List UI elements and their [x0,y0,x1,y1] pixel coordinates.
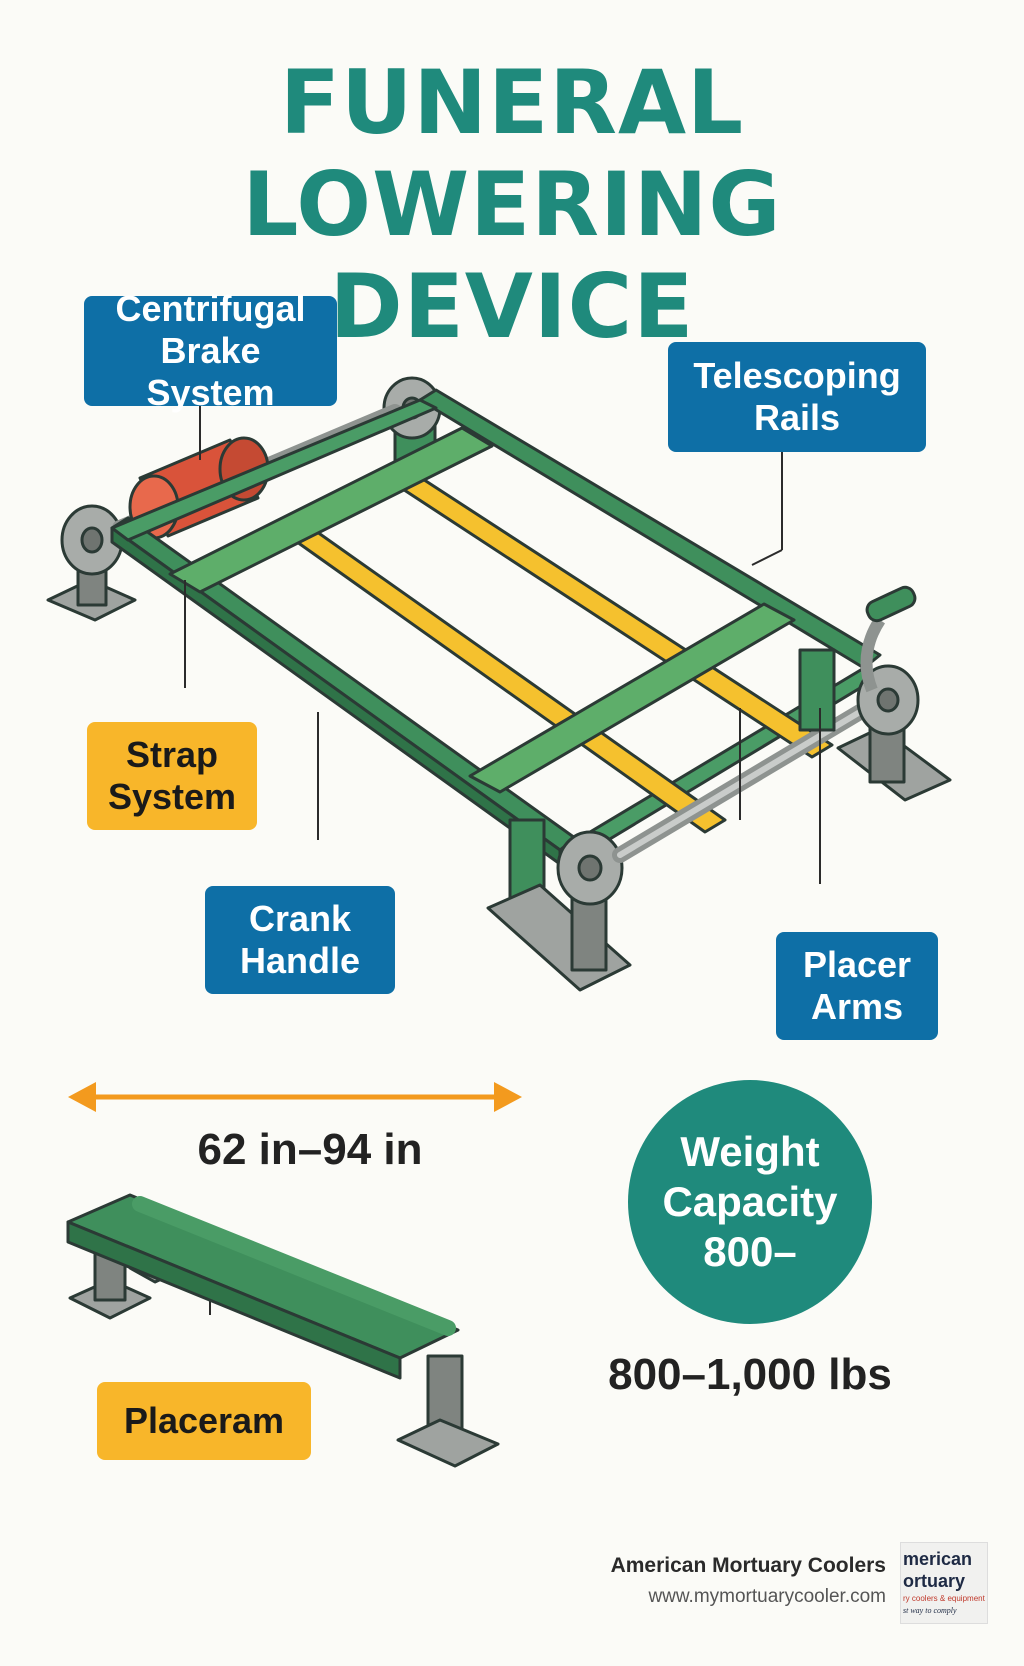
dimension-arrow [68,1082,522,1112]
company-logo: merican ortuary ry coolers & equipment s… [900,1542,988,1624]
logo-mark: merican ortuary ry coolers & equipment s… [903,1549,986,1615]
support-front-right [798,648,952,802]
weight-range-text: 800–1,000 lbs [608,1350,892,1399]
dimension-text: 62 in–94 in [197,1125,423,1174]
title-line-2: DEVICE [329,255,695,358]
logo-text-1: merican [903,1549,972,1569]
frame-rail-back [418,388,882,670]
label-strap-system: Strap System [87,722,257,830]
weight-capacity-badge: Weight Capacity 800– [628,1080,872,1324]
page-title: FUNERAL LOWERING DEVICE [0,52,1024,358]
crank-handle [860,585,917,693]
label-crank-handle: Crank Handle [205,886,395,994]
green-strap-2 [468,602,796,794]
logo-text-4: st way to comply [903,1606,957,1615]
logo-text-2: ortuary [903,1571,965,1591]
title-line-1: FUNERAL LOWERING [242,51,782,256]
support-front-left [486,818,632,992]
footer-url[interactable]: www.mymortuarycooler.com [648,1586,886,1607]
label-placer-arms: Placer Arms [776,932,938,1040]
label-centrifugal-brake-system: Centrifugal Brake System [84,288,337,413]
lowering-device [46,376,952,992]
label-telescoping-rails: Telescoping Rails [668,342,926,452]
green-strap-1 [168,426,494,594]
footer-company-name: American Mortuary Coolers [610,1554,886,1577]
frame-rail-end [110,398,438,542]
placeram-illustration [66,1193,500,1468]
logo-text-3: ry coolers & equipment [903,1594,986,1603]
label-placeram: Placeram [97,1382,311,1460]
leader-lines [184,387,821,1315]
